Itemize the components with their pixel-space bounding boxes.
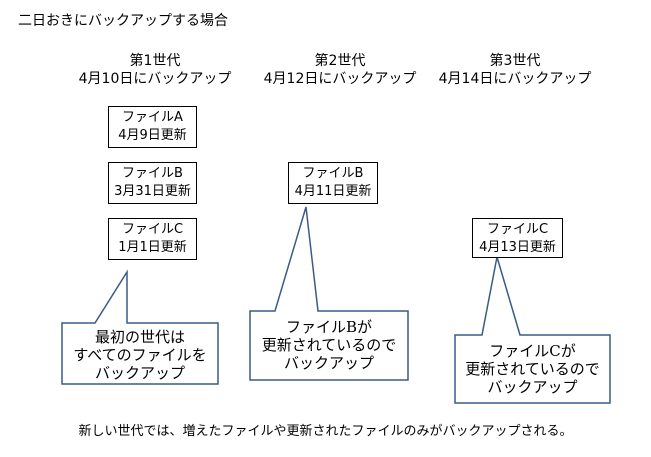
callout-3-shape — [454, 256, 611, 404]
generation-3-date: 4月14日にバックアップ — [438, 71, 592, 87]
callout-1-line-2: すべてのファイルを — [73, 346, 207, 364]
gen2-file-b-name: ファイルB — [302, 166, 364, 181]
callout-3-line-2: 更新されているので — [465, 360, 600, 378]
callout-1-shape — [61, 269, 219, 385]
callout-2-shape — [249, 206, 409, 381]
gen2-file-b-box: ファイルB 4月11日更新 — [288, 162, 378, 204]
callout-2-line-3: バックアップ — [283, 354, 374, 372]
gen3-file-c-updated: 4月13日更新 — [479, 240, 556, 255]
generation-2-name: 第2世代 — [314, 53, 366, 69]
callout-2-text: ファイルBが 更新されているので バックアップ — [250, 318, 408, 372]
callout-3-line-1: ファイルCが — [489, 342, 576, 360]
gen1-file-b-box: ファイルB 3月31日更新 — [108, 162, 197, 204]
callout-2-line-2: 更新されているので — [261, 336, 397, 354]
gen1-file-a-name: ファイルA — [122, 110, 183, 125]
gen1-file-c-box: ファイルC 1月1日更新 — [108, 218, 197, 260]
gen1-file-c-name: ファイルC — [121, 222, 184, 237]
generation-2-date: 4月12日にバックアップ — [263, 71, 417, 87]
callout-3-line-3: バックアップ — [487, 378, 578, 396]
gen1-file-a-updated: 4月9日更新 — [118, 128, 187, 143]
generation-3-name: 第3世代 — [489, 53, 541, 69]
callout-1-line-3: バックアップ — [94, 364, 185, 382]
gen3-file-c-box: ファイルC 4月13日更新 — [472, 218, 563, 258]
callout-1-text: 最初の世代は すべてのファイルを バックアップ — [62, 328, 218, 382]
callout-1-line-1: 最初の世代は — [94, 328, 185, 346]
generation-1-name: 第1世代 — [129, 53, 181, 69]
generation-3-header: 第3世代 4月14日にバックアップ — [430, 52, 600, 88]
generation-1-header: 第1世代 4月10日にバックアップ — [70, 52, 240, 88]
gen2-file-b-updated: 4月11日更新 — [294, 184, 372, 199]
gen1-file-b-name: ファイルB — [122, 166, 183, 181]
generation-2-header: 第2世代 4月12日にバックアップ — [255, 52, 425, 88]
generation-1-date: 4月10日にバックアップ — [78, 71, 232, 87]
footer-note: 新しい世代では、増えたファイルや更新されたファイルのみがバックアップされる。 — [78, 424, 573, 439]
gen3-file-c-name: ファイルC — [486, 222, 549, 237]
gen1-file-a-box: ファイルA 4月9日更新 — [108, 106, 197, 148]
callout-2-line-1: ファイルBが — [285, 318, 373, 336]
diagram-title: 二日おきにバックアップする場合 — [18, 13, 228, 29]
callout-3-text: ファイルCが 更新されているので バックアップ — [455, 342, 610, 396]
gen1-file-b-updated: 3月31日更新 — [114, 184, 191, 199]
gen1-file-c-updated: 1月1日更新 — [118, 240, 187, 255]
